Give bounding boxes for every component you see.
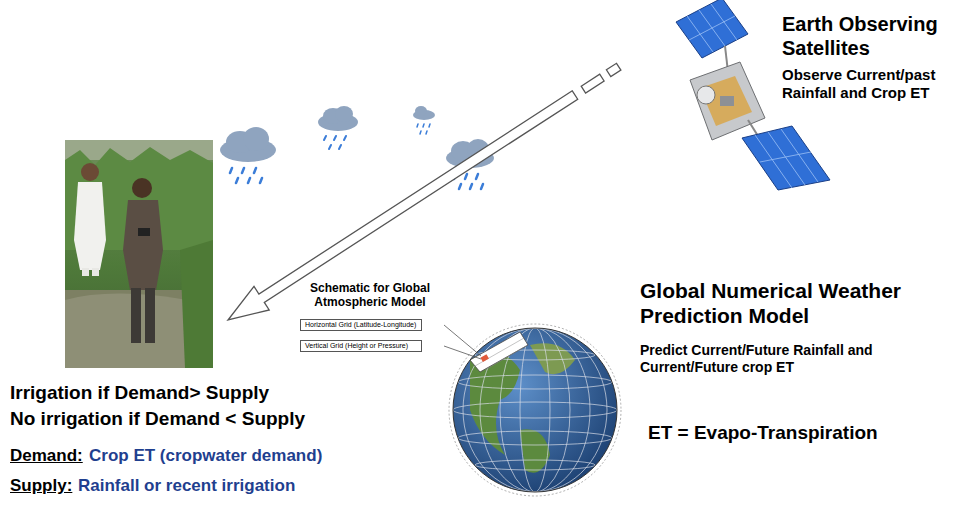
grid-box: Horizontal Grid (Latitude-Longitude) [300,319,422,331]
leader-lines [444,325,481,359]
box-text: Vertical Grid (Height or Pressure) [305,342,417,350]
text-label: Irrigation if Demand> Supply [10,382,269,405]
farmer-photo [65,140,213,368]
text-label: Earth Observing Satellites [782,12,972,60]
grid-box: Vertical Grid (Height or Pressure) [300,340,422,352]
text-label: No irrigation if Demand < Supply [10,408,305,431]
box-text: Horizontal Grid (Latitude-Longitude) [305,321,417,329]
text-label: Observe Current/past Rainfall and Crop E… [782,66,972,102]
text-label: Crop ET (cropwater demand) [89,446,322,466]
text-label: Rainfall or recent irrigation [78,476,295,496]
signal-arrow [228,63,621,320]
text-label: Global Numerical Weather Prediction Mode… [640,278,970,328]
text-label: Schematic for Global Atmospheric Model [300,281,440,310]
text-label: ET = Evapo-Transpiration [648,422,878,445]
globe-grid [449,324,621,496]
text-label: Supply: [10,476,72,496]
text-label: Predict Current/Future Rainfall and Curr… [640,342,970,376]
text-label: Demand: [10,446,83,466]
